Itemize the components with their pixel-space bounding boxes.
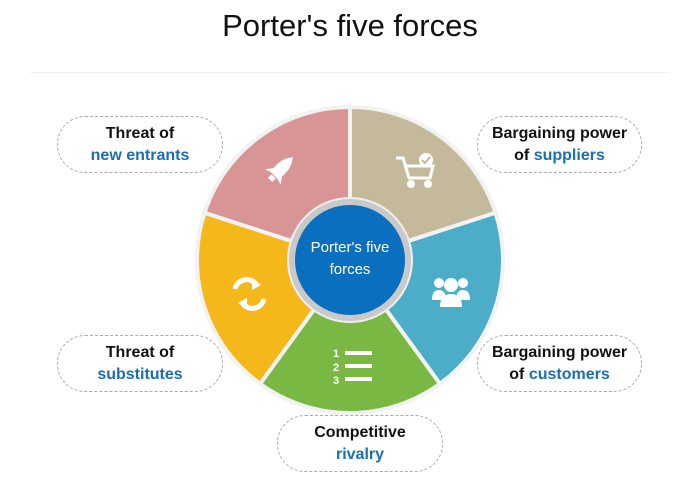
label-line2: rivalry xyxy=(335,445,385,463)
label-line1: Bargaining power xyxy=(491,343,628,361)
label-line1: Competitive xyxy=(314,423,406,441)
label-line2: suppliers xyxy=(533,146,605,164)
label-competitive-rivalry: Competitive rivalry xyxy=(277,415,443,472)
label-line2: substitutes xyxy=(97,365,183,383)
label-line1: Threat of xyxy=(105,124,175,142)
label-threat-new-entrants: Threat of new entrants xyxy=(57,116,223,173)
center-circle xyxy=(295,205,405,315)
page-title: Porter's five forces xyxy=(222,8,478,43)
cart-check-icon xyxy=(396,153,435,188)
label-bargaining-suppliers: Bargaining power of suppliers xyxy=(477,116,642,173)
svg-text:1: 1 xyxy=(333,348,339,360)
label-line2: customers xyxy=(528,365,610,383)
label-line2-prefix: of xyxy=(509,365,529,383)
label-threat-substitutes: Threat of substitutes xyxy=(57,335,223,392)
divider xyxy=(30,72,670,73)
people-group-icon xyxy=(432,278,470,307)
rocket-icon xyxy=(265,157,293,185)
numbered-list-icon: 1 2 3 xyxy=(333,348,372,387)
center-label-line1: Porter's five xyxy=(310,239,390,256)
center-label-line2: forces xyxy=(329,261,371,278)
svg-text:3: 3 xyxy=(333,375,339,387)
label-line2: new entrants xyxy=(90,146,190,164)
label-line2-prefix: of xyxy=(514,146,534,164)
label-line1: Bargaining power xyxy=(491,124,628,142)
center-label: Porter's five forces xyxy=(295,237,405,281)
svg-text:2: 2 xyxy=(333,362,339,374)
refresh-icon xyxy=(232,277,267,311)
label-line1: Threat of xyxy=(105,343,175,361)
label-bargaining-customers: Bargaining power of customers xyxy=(477,335,642,392)
